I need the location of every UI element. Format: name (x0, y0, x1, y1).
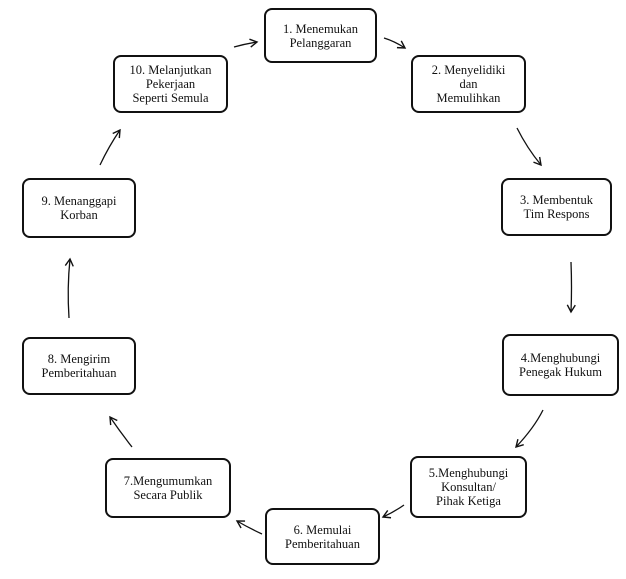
step-1-node: 1. Menemukan Pelanggaran (264, 8, 377, 63)
step-6-node: 6. Memulai Pemberitahuan (265, 508, 380, 565)
step-8-node: 8. Mengirim Pemberitahuan (22, 337, 136, 395)
step-7-node: 7.Mengumumkan Secara Publik (105, 458, 231, 518)
arrow-n6-to-n7 (235, 520, 263, 535)
step-2-node: 2. Menyelidiki dan Memulihkan (411, 55, 526, 113)
step-5-label: 5.Menghubungi Konsultan/ Pihak Ketiga (428, 466, 509, 508)
arrow-n3-to-n4 (566, 261, 576, 314)
arrow-n1-to-n2 (383, 37, 407, 49)
step-1-label: 1. Menemukan Pelanggaran (283, 21, 358, 50)
step-6-label: 6. Memulai Pemberitahuan (285, 522, 360, 551)
step-4-label: 4.Menghubungi Penegak Hukum (519, 351, 602, 379)
step-3-node: 3. Membentuk Tim Respons (501, 178, 612, 236)
arrow-n4-to-n5 (515, 409, 544, 449)
step-2-label: 2. Menyelidiki dan Memulihkan (431, 63, 506, 105)
step-4-node: 4.Menghubungi Penegak Hukum (502, 334, 619, 396)
arrow-n5-to-n6 (381, 504, 405, 519)
arrow-n7-to-n8 (109, 415, 133, 448)
step-10-node: 10. Melanjutkan Pekerjaan Seperti Semula (113, 55, 228, 113)
arrow-n9-to-n10 (99, 128, 121, 166)
step-7-label: 7.Mengumumkan Secara Publik (123, 474, 213, 502)
step-8-label: 8. Mengirim Pemberitahuan (41, 352, 117, 380)
arrow-n2-to-n3 (516, 127, 542, 167)
arrow-n10-to-n1 (233, 38, 259, 48)
step-10-label: 10. Melanjutkan Pekerjaan Seperti Semula (129, 63, 212, 105)
arrow-n8-to-n9 (64, 257, 74, 319)
step-3-label: 3. Membentuk Tim Respons (520, 193, 593, 221)
step-9-node: 9. Menanggapi Korban (22, 178, 136, 238)
step-5-node: 5.Menghubungi Konsultan/ Pihak Ketiga (410, 456, 527, 518)
step-9-label: 9. Menanggapi Korban (41, 194, 117, 222)
